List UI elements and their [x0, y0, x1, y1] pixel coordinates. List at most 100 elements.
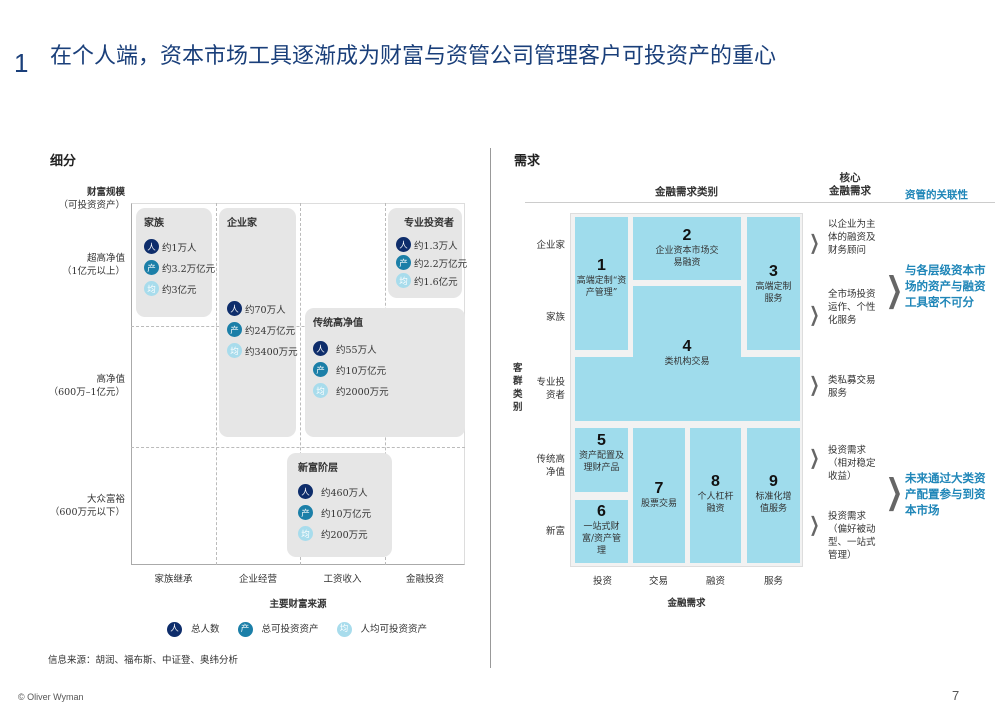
relevance-text: 未来通过大类资产配置参与到资本市场: [905, 471, 986, 517]
segment-professional-investor: 专业投资者 人约1.3万人 产约2.2万亿元 均约1.6亿元: [388, 208, 467, 298]
text: 股票交易: [640, 499, 677, 509]
average-icon: 均: [396, 273, 411, 288]
row-label: 家族: [545, 312, 565, 323]
text: 总人数: [191, 624, 220, 635]
people-icon: 人: [298, 484, 313, 499]
core-header: 核心金融需求: [815, 172, 885, 198]
text: 专业投资者: [404, 218, 454, 229]
text: 约70万人: [245, 304, 286, 316]
core-need: 投资需求（偏好被动型、一站式管理）: [828, 511, 876, 561]
people-icon: 人: [144, 239, 159, 254]
text: 约55万人: [336, 344, 377, 356]
text: 核心: [839, 172, 861, 184]
x-axis-title: 主要财富来源: [269, 599, 327, 610]
core-need: 类私募交易服务: [828, 375, 876, 399]
text: （600万元以下）: [49, 507, 125, 518]
text: 约10万亿元: [321, 508, 372, 520]
segment-traditional-hnw: 传统高净值 人约55万人 产约10万亿元 均约2000万元: [305, 308, 465, 437]
col-label: 交易: [648, 576, 668, 587]
row-label: 企业家: [536, 240, 565, 251]
y-label-hnw: 高净值 （600万–1亿元）: [30, 373, 125, 399]
segment-new-rich: 新富阶层 人约460万人 产约10万亿元 均约200万元: [287, 453, 392, 557]
y-axis-subtitle: （可投资资产）: [58, 200, 125, 211]
text: 类机构交易: [664, 357, 710, 367]
y-label-uhnw: 超高净值（1亿元以上）: [30, 252, 125, 278]
text: 个人杠杆融资: [697, 492, 734, 514]
section-segments: 细分: [50, 154, 77, 169]
chevron-right-icon: ❯: [809, 302, 820, 326]
people-icon: 人: [313, 341, 328, 356]
people-icon: 人: [227, 301, 242, 316]
text: 6: [597, 503, 606, 520]
text: 2: [682, 227, 692, 244]
text: 约1万人: [162, 242, 197, 254]
average-icon: 均: [336, 622, 352, 637]
average-icon: 均: [298, 526, 313, 541]
slide-number: 1: [14, 48, 29, 78]
text: 家族: [144, 218, 164, 229]
relevance-text: 与各层级资本市场的资产与融资工具密不可分: [905, 263, 986, 309]
col-label: 融资: [705, 576, 725, 587]
copyright: © Oliver Wyman: [18, 692, 84, 702]
text: 约200万元: [321, 529, 368, 541]
text: （600万–1亿元）: [48, 387, 125, 398]
assets-icon: 产: [237, 622, 253, 637]
text: 高端定制“资产管理”: [576, 276, 627, 298]
y-axis-title: 客群类别: [513, 363, 523, 413]
tile-4-top: [633, 286, 741, 358]
x-label: 工资收入: [323, 574, 362, 585]
text: 传统高净值: [313, 318, 363, 329]
x-label: 企业经营: [238, 574, 277, 585]
people-icon: 人: [167, 622, 182, 637]
page-number: 7: [952, 688, 960, 703]
y-label-mass-affluent: 大众富裕（600万元以下）: [30, 493, 125, 519]
assets-icon: 产: [298, 505, 313, 520]
relevance-header: 资管的关联性: [905, 189, 968, 201]
text: 1: [597, 257, 606, 274]
segment-family: 家族 人约1万人 产约3.2万亿元 均约3亿元: [136, 208, 216, 317]
text: 约24万亿元: [245, 325, 296, 337]
x-axis-title: 金融需求: [667, 598, 706, 609]
row-label: 新富: [545, 526, 565, 537]
text: 约2000万元: [336, 386, 389, 398]
text: 金融需求: [829, 185, 871, 197]
chevron-right-icon: ❯: [809, 372, 820, 396]
text: 5: [597, 432, 606, 449]
people-icon: 人: [396, 237, 411, 252]
text: 约3亿元: [162, 284, 197, 296]
assets-icon: 产: [227, 322, 242, 337]
average-icon: 均: [313, 383, 328, 398]
average-icon: 均: [227, 343, 242, 358]
tile-1: 1 高端定制“资产管理”: [575, 217, 628, 350]
core-need: 全市场投资运作、个性化服务: [828, 289, 876, 326]
text: 标准化增值服务: [755, 492, 792, 514]
text: （1亿元以上）: [61, 266, 125, 277]
text: 约1.6亿元: [414, 276, 458, 288]
col-label: 投资: [592, 576, 612, 587]
text: 一站式财富/资产管理: [581, 522, 622, 556]
text: 约3.2万亿元: [162, 263, 216, 275]
text: 高净值: [96, 374, 125, 385]
text: 约2.2万亿元: [414, 258, 468, 270]
y-axis-title: 财富规模: [86, 187, 125, 198]
assets-icon: 产: [313, 362, 328, 377]
text: 高端定制服务: [755, 282, 792, 304]
text: 资产配置及理财产品: [578, 451, 624, 473]
category-header: 金融需求类别: [655, 186, 718, 198]
text: 约1.3万人: [414, 240, 458, 252]
x-label: 家族继承: [154, 574, 193, 585]
core-need: 以企业为主体的融资及财务顾问: [828, 219, 876, 256]
gridline: [131, 326, 465, 327]
section-demand: 需求: [514, 154, 541, 169]
text: 总可投资资产: [261, 624, 319, 635]
chevron-right-icon: ❯: [809, 512, 820, 536]
assets-icon: 产: [396, 255, 411, 270]
average-icon: 均: [144, 281, 159, 296]
tile-5: 5 资产配置及理财产品: [575, 428, 628, 492]
gridline: [131, 447, 465, 448]
chevron-right-icon: ❯: [885, 270, 903, 310]
page-title: 在个人端，资本市场工具逐渐成为财富与资管公司管理客户可投资产的重心: [50, 44, 777, 69]
